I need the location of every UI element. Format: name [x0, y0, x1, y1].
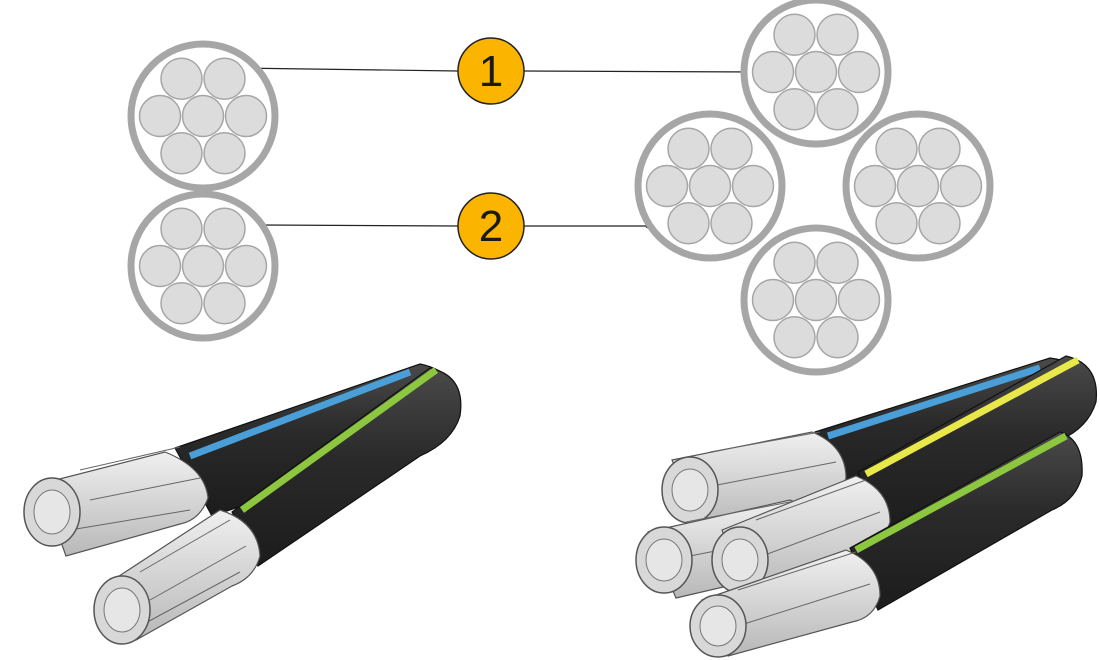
stripe-green	[854, 432, 1068, 554]
strand	[773, 241, 816, 285]
strand	[203, 57, 246, 101]
leader-1-left	[235, 67, 459, 72]
cross-sections	[127, 0, 994, 376]
conductor-cross-section	[634, 110, 786, 262]
strand	[160, 131, 203, 175]
leader-2-left	[261, 224, 459, 227]
strand	[853, 164, 897, 208]
stripe-blue	[188, 368, 412, 460]
strand	[918, 127, 961, 171]
callout-badge	[457, 192, 525, 260]
core-green	[93, 367, 462, 645]
strand	[751, 278, 795, 322]
strand	[710, 201, 753, 245]
strand	[203, 207, 246, 251]
strand	[773, 315, 816, 359]
strand	[939, 164, 983, 208]
leader-1-right	[523, 70, 763, 73]
strand	[837, 50, 881, 94]
cable-four-core	[635, 355, 1098, 658]
strand	[181, 94, 225, 138]
strand	[667, 127, 710, 171]
strand	[138, 94, 182, 138]
strand	[667, 201, 710, 245]
strand	[816, 13, 859, 57]
conductor	[39, 451, 209, 557]
strand	[875, 127, 918, 171]
strand	[816, 241, 859, 285]
strand	[224, 244, 268, 288]
strand	[918, 201, 961, 245]
strand	[837, 278, 881, 322]
conductor-cross-section	[740, 0, 892, 148]
core-green	[689, 431, 1083, 658]
strand	[160, 281, 203, 325]
stripe-yellow	[864, 356, 1080, 478]
strand	[688, 164, 732, 208]
strand	[875, 201, 918, 245]
strand	[816, 87, 859, 131]
conductor-cross-section	[740, 224, 892, 376]
strand	[160, 57, 203, 101]
strand	[138, 244, 182, 288]
strand	[710, 127, 753, 171]
strand	[160, 207, 203, 251]
conductor-cross-section	[127, 40, 279, 192]
strand	[773, 13, 816, 57]
conductor-cross-section	[127, 190, 279, 342]
strand	[751, 50, 795, 94]
strand	[794, 50, 838, 94]
cable-two-core	[23, 363, 462, 645]
callout-label: 2	[479, 202, 503, 251]
conductor-cross-section	[842, 110, 994, 262]
strand	[896, 164, 940, 208]
stripe-blue	[826, 364, 1042, 440]
core-yellow	[711, 355, 1098, 597]
strand	[181, 244, 225, 288]
strand	[794, 278, 838, 322]
strand	[816, 315, 859, 359]
callout-label: 1	[479, 47, 503, 96]
callout-2: 2	[457, 192, 525, 260]
callout-badge	[457, 37, 525, 105]
strand	[203, 131, 246, 175]
strand	[203, 281, 246, 325]
leader-lines	[235, 67, 763, 227]
strand	[645, 164, 689, 208]
strand	[224, 94, 268, 138]
callout-1: 1	[457, 37, 525, 105]
stripe-green	[239, 367, 439, 513]
strand	[773, 87, 816, 131]
strand	[731, 164, 775, 208]
